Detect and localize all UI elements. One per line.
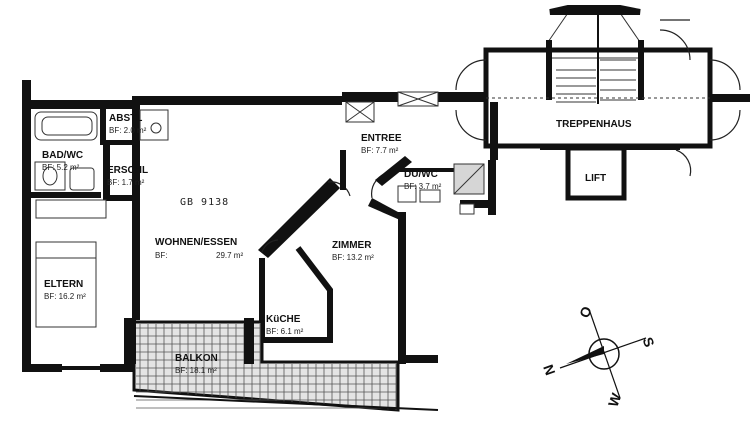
bath-fixtures (34, 104, 169, 191)
room-label-entree: ENTREE (361, 133, 402, 144)
outer-walls (22, 80, 498, 372)
room-label-zimmer: ZIMMER (332, 240, 372, 251)
room-label-badwc: BAD/WC (42, 150, 84, 161)
bed (35, 199, 107, 328)
room-area-wohnen: 29.7 m² (216, 251, 244, 260)
stair-tower (455, 5, 750, 201)
balcony (124, 318, 439, 412)
top-openings (345, 91, 439, 123)
room-area-eltern: BF: 16.2 m² (44, 292, 86, 301)
room-area-erschl: BF: 1.7 m² (107, 178, 145, 187)
shower-fixtures (397, 163, 485, 215)
compass (559, 311, 647, 399)
room-area-balkon: BF: 18.1 m² (175, 366, 217, 375)
parcel-number: GB 9138 (180, 197, 230, 208)
room-label-abstl: ABSTL (109, 113, 143, 124)
room-area-abstl: BF: 2.0 m² (109, 126, 147, 135)
room-label-balkon: BALKON (175, 353, 218, 364)
room-area-duwc: BF: 3.7 m² (404, 182, 442, 191)
angled-walls (258, 150, 460, 343)
room-area-kueche: BF: 6.1 m² (266, 327, 304, 336)
room-label-kueche: KüCHE (266, 314, 301, 325)
room-label-wohnen: WOHNEN/ESSEN (155, 237, 238, 248)
room-area-zimmer: BF: 13.2 m² (332, 253, 374, 262)
room-area-prefix-wohnen: BF: (155, 251, 168, 260)
room-label-eltern: ELTERN (44, 279, 84, 290)
room-label-erschl: ERSCHL (107, 165, 149, 176)
room-label-lift: LIFT (585, 173, 607, 184)
room-area-entree: BF: 7.7 m² (361, 146, 399, 155)
room-label-treppenhaus: TREPPENHAUS (556, 119, 632, 130)
room-label-duwc: DU/WC (404, 169, 438, 180)
room-area-badwc: BF: 5.2 m² (42, 163, 80, 172)
